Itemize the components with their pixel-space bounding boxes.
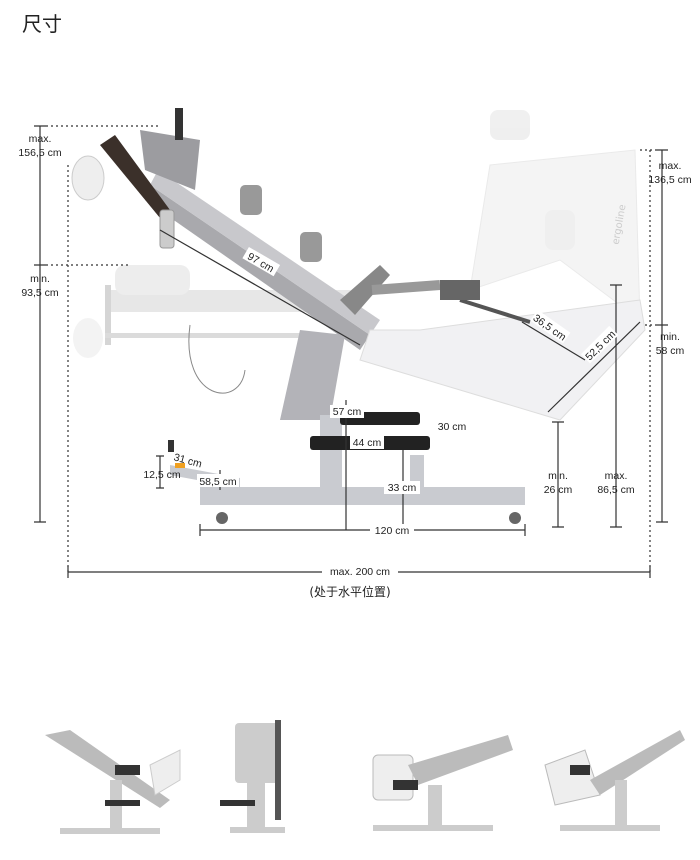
horizontal-position-note: (处于水平位置) [309,585,391,599]
label-57: 57 cm [333,406,362,418]
label-44: 44 cm [353,437,382,449]
page-title: 尺寸 [22,12,62,36]
label-min-26: min. [548,470,568,482]
thumbnail-1[interactable] [45,730,181,834]
label-min-58: min. [660,331,680,343]
label-30: 30 cm [438,421,467,433]
label-min-58-value: 58 cm [656,345,685,357]
dimension-labels: max. 156,5 cm min. 93,5 cm max. 136,5 cm… [18,133,692,578]
label-max-136: max. [659,160,682,172]
label-max-86: max. [605,470,628,482]
label-max-136-value: 136,5 cm [648,174,691,186]
label-min-93-value: 93,5 cm [21,287,59,299]
label-12: 12,5 cm [143,469,181,481]
ergometer-ghost [469,110,641,322]
thumbnail-3[interactable] [372,735,513,831]
label-max-156: max. [29,133,52,145]
label-200: max. 200 cm [330,566,390,578]
label-120: 120 cm [375,525,410,537]
tilt-table [71,108,646,421]
thumbnail-2[interactable] [220,720,285,833]
label-min-93: min. [30,273,50,285]
label-33: 33 cm [388,482,417,494]
label-max-156-value: 156,5 cm [18,147,61,159]
label-min-26-value: 26 cm [544,484,573,496]
label-max-86-value: 86,5 cm [597,484,635,496]
label-58: 58,5 cm [199,476,237,488]
thumbnail-4[interactable] [544,730,685,831]
